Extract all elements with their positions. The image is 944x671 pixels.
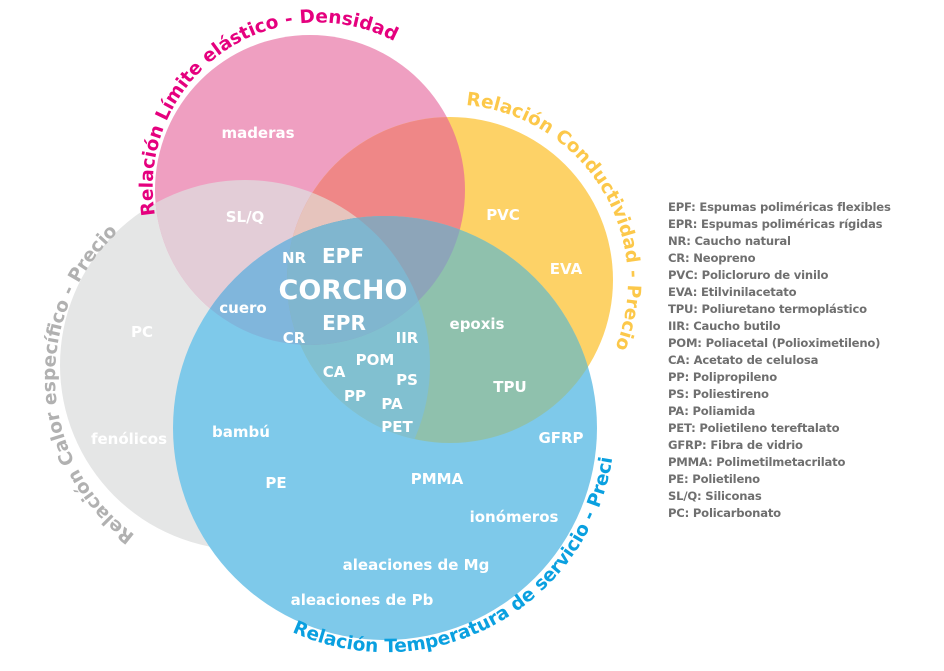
label-pc: PC	[131, 323, 153, 341]
label-pe: PE	[265, 474, 286, 492]
legend-item: IIR: Caucho butilo	[668, 319, 781, 333]
label-nr: NR	[282, 249, 307, 267]
label-tpu: TPU	[493, 378, 526, 396]
label-cr: CR	[283, 329, 306, 347]
legend-item: EPF: Espumas poliméricas flexibles	[668, 200, 891, 214]
legend-item: PP: Polipropileno	[668, 370, 777, 384]
label-ps: PS	[396, 371, 418, 389]
legend-item: CR: Neopreno	[668, 251, 756, 265]
legend-item: PC: Policarbonato	[668, 506, 781, 520]
label-fenolicos: fenólicos	[91, 430, 167, 448]
center-overlap	[287, 216, 430, 345]
legend-item: PET: Polietileno tereftalato	[668, 421, 840, 435]
label-pvc: PVC	[486, 206, 520, 224]
legend-item: POM: Poliacetal (Polioximetileno)	[668, 336, 881, 350]
label-bambu: bambú	[212, 423, 270, 441]
legend-item: SL/Q: Siliconas	[668, 489, 762, 503]
legend-item: PA: Poliamida	[668, 404, 756, 418]
legend-item: GFRP: Fibra de vidrio	[668, 438, 803, 452]
label-pmma: PMMA	[411, 470, 464, 488]
legend-item: PMMA: Polimetilmetacrilato	[668, 455, 846, 469]
label-epf: EPF	[322, 244, 364, 268]
label-maderas: maderas	[221, 124, 294, 142]
label-slq: SL/Q	[226, 208, 265, 226]
label-ca: CA	[323, 363, 346, 381]
legend-item: CA: Acetato de celulosa	[668, 353, 819, 367]
label-epoxis: epoxis	[450, 315, 505, 333]
legend-item: EPR: Espumas poliméricas rígidas	[668, 217, 883, 231]
legend-item: TPU: Poliuretano termoplástico	[668, 302, 867, 316]
legend-item: EVA: Etilvinilacetato	[668, 285, 797, 299]
label-pom: POM	[356, 351, 395, 369]
label-pp: PP	[344, 387, 366, 405]
label-corcho: CORCHO	[279, 275, 408, 306]
label-epr: EPR	[322, 311, 366, 335]
label-aleaciones-mg: aleaciones de Mg	[343, 556, 490, 574]
label-ionomeros: ionómeros	[470, 508, 559, 526]
label-pet: PET	[381, 418, 413, 436]
label-cuero: cuero	[219, 299, 266, 317]
legend-item: PE: Polietileno	[668, 472, 760, 486]
label-aleaciones-pb: aleaciones de Pb	[291, 591, 434, 609]
label-eva: EVA	[550, 260, 583, 278]
legend-item: PS: Poliestireno	[668, 387, 769, 401]
label-pa: PA	[381, 395, 403, 413]
legend-item: PVC: Policloruro de vinilo	[668, 268, 829, 282]
legend-item: NR: Caucho natural	[668, 234, 791, 248]
label-gfrp: GFRP	[538, 429, 583, 447]
label-iir: IIR	[396, 329, 419, 347]
